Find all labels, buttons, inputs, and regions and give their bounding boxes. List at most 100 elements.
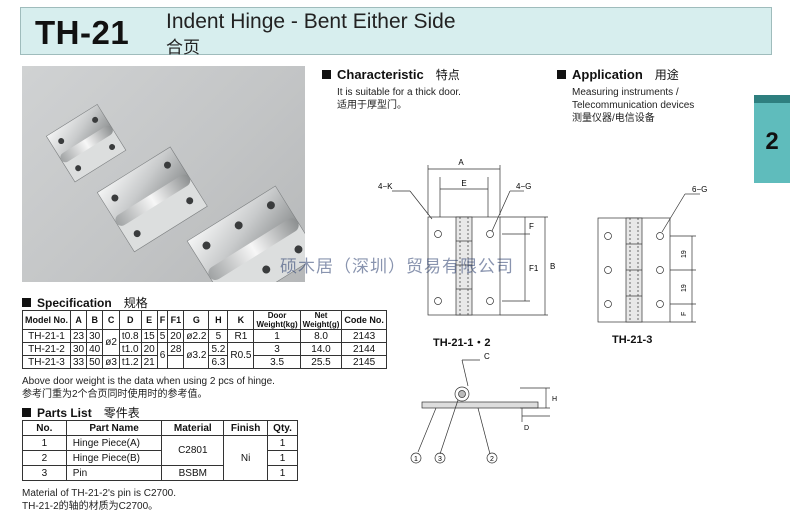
cell-qty: 1 — [267, 465, 298, 481]
characteristic-text: It is suitable for a thick door. 适用于厚型门。 — [337, 86, 461, 112]
table-row: TH-21-1 23 30 ø2 t0.8 15 5 20 ø2.2 5 R1 … — [22, 329, 387, 356]
cell-f1: 20 — [167, 329, 185, 343]
table-header-row: No. Part Name Material Finish Qty. — [22, 420, 298, 436]
characteristic-heading: Characteristic 特点 — [322, 66, 460, 83]
cell-net-weight: 25.5 — [299, 355, 343, 369]
product-title-cn: 合页 — [166, 38, 200, 57]
cell-a: 33 — [69, 355, 88, 369]
chapter-tab-stripe — [754, 95, 790, 103]
col-d: D — [118, 310, 142, 330]
drawing-th-21-3: 6−G 19 19 F — [597, 185, 707, 323]
dim-label-6g: 6−G — [692, 185, 707, 194]
table-row: 1 Hinge Piece(A) C2801 Ni 1 — [22, 435, 298, 481]
parts-title: Parts List — [37, 405, 92, 420]
cell-e: 20 — [140, 342, 158, 356]
cell-a: 23 — [69, 329, 88, 343]
bullet-square-icon — [322, 70, 331, 79]
col-part-name: Part Name — [65, 420, 163, 436]
dim-label-4k: 4−K — [378, 182, 393, 191]
callout-1: 1 — [414, 456, 418, 463]
dim-label-19-lower: 19 — [681, 284, 688, 292]
col-f: F — [156, 310, 169, 330]
cell-h: 5 — [208, 329, 229, 343]
col-b: B — [86, 310, 104, 330]
cell-net-weight: 14.0 — [299, 342, 343, 356]
cell-material: C2801 — [161, 435, 225, 466]
col-no: No. — [22, 420, 67, 436]
dim-label-e: E — [461, 179, 466, 188]
cell-door-weight: 1 — [253, 329, 301, 343]
col-qty: Qty. — [267, 420, 298, 436]
cell-no: 2 — [22, 450, 67, 466]
bullet-square-icon — [22, 298, 31, 307]
parts-title-cn: 零件表 — [103, 406, 140, 420]
parts-note-en: Material of TH-21-2's pin is C2700. — [22, 488, 177, 499]
dim-label-f: F — [529, 222, 534, 231]
cell-c: ø3 — [102, 355, 120, 369]
bullet-square-icon — [22, 408, 31, 417]
cell-part-name: Hinge Piece(B) — [65, 450, 163, 466]
cell-a: 30 — [69, 342, 88, 356]
cell-model: TH-21-1 — [22, 329, 71, 343]
cell-d: t1.0 — [118, 342, 142, 356]
specification-table: Model No. A B C D E F F1 G H K Door Weig… — [22, 310, 387, 369]
dim-label-d: D — [524, 425, 529, 432]
application-line-3: 测量仪器/电信设备 — [572, 113, 655, 124]
cell-part-name: Hinge Piece(A) — [65, 435, 163, 451]
cell-part-name: Pin — [65, 465, 163, 481]
spec-note-cn: 参考门重为2个合页同时使用时的参考值。 — [22, 389, 208, 400]
cell-d: t0.8 — [118, 329, 142, 343]
col-finish: Finish — [223, 420, 269, 436]
large-hinge-image — [186, 185, 305, 282]
cell-model: TH-21-3 — [22, 355, 71, 369]
callout-2: 2 — [490, 456, 494, 463]
table-header-row: Model No. A B C D E F F1 G H K Door Weig… — [22, 310, 387, 330]
hinge-photo-illustration — [45, 103, 305, 282]
cell-g: ø3.2 — [183, 342, 210, 369]
application-text: Measuring instruments / Telecommunicatio… — [572, 86, 694, 125]
drawing-th-21-1-2: A E 4−K 4−G F F1 B — [378, 158, 555, 316]
cell-k: R1 — [227, 329, 255, 343]
cell-no: 1 — [22, 435, 67, 451]
col-model-no: Model No. — [22, 310, 71, 330]
col-code-no: Code No. — [341, 310, 387, 330]
dim-label-4g: 4−G — [516, 182, 531, 191]
product-title-en: Indent Hinge - Bent Either Side — [166, 10, 456, 33]
col-a: A — [69, 310, 88, 330]
col-k: K — [227, 310, 255, 330]
dim-label-h: H — [552, 396, 557, 403]
dim-label-19-upper: 19 — [681, 250, 688, 258]
parts-note-cn: TH-21-2的轴的材质为C2700。 — [22, 501, 159, 512]
cell-g: ø2.2 — [183, 329, 210, 343]
characteristic-title-cn: 特点 — [435, 68, 460, 82]
col-material: Material — [161, 420, 225, 436]
dim-label-b: B — [550, 262, 555, 271]
cell-qty: 1 — [267, 450, 298, 466]
application-heading: Application 用途 — [557, 66, 679, 83]
cell-d: t1.2 — [118, 355, 142, 369]
cell-b: 50 — [86, 355, 104, 369]
cell-b: 30 — [86, 329, 104, 343]
cell-code: 2145 — [341, 355, 387, 369]
dim-label-c: C — [484, 352, 490, 361]
application-title: Application — [572, 67, 643, 82]
caption-th-21-3: TH-21-3 — [612, 334, 653, 346]
cell-door-weight: 3.5 — [253, 355, 301, 369]
col-net-weight: Net Weight(g) — [299, 310, 343, 330]
table-row: TH-21-3 33 50 ø3 t1.2 21 6.3 3.5 25.5 21… — [22, 355, 387, 369]
header-band: TH-21 Indent Hinge - Bent Either Side 合页 — [20, 7, 772, 57]
cell-door-weight: 3 — [253, 342, 301, 356]
cell-c: ø2 — [102, 329, 120, 356]
chapter-tab — [754, 95, 790, 183]
table-row: TH-21-2 30 40 t1.0 20 6 28 ø3.2 5.2 R0.5… — [22, 342, 387, 369]
specification-title-cn: 规格 — [123, 296, 148, 310]
cell-f: 6 — [156, 342, 169, 369]
cell-f: 5 — [156, 329, 169, 343]
cell-h: 6.3 — [208, 355, 229, 369]
cell-b: 40 — [86, 342, 104, 356]
cell-e: 15 — [140, 329, 158, 343]
col-door-weight: Door Weight(kg) — [253, 310, 301, 330]
small-hinge-image — [45, 103, 127, 183]
cell-no: 3 — [22, 465, 67, 481]
application-title-cn: 用途 — [654, 68, 679, 82]
